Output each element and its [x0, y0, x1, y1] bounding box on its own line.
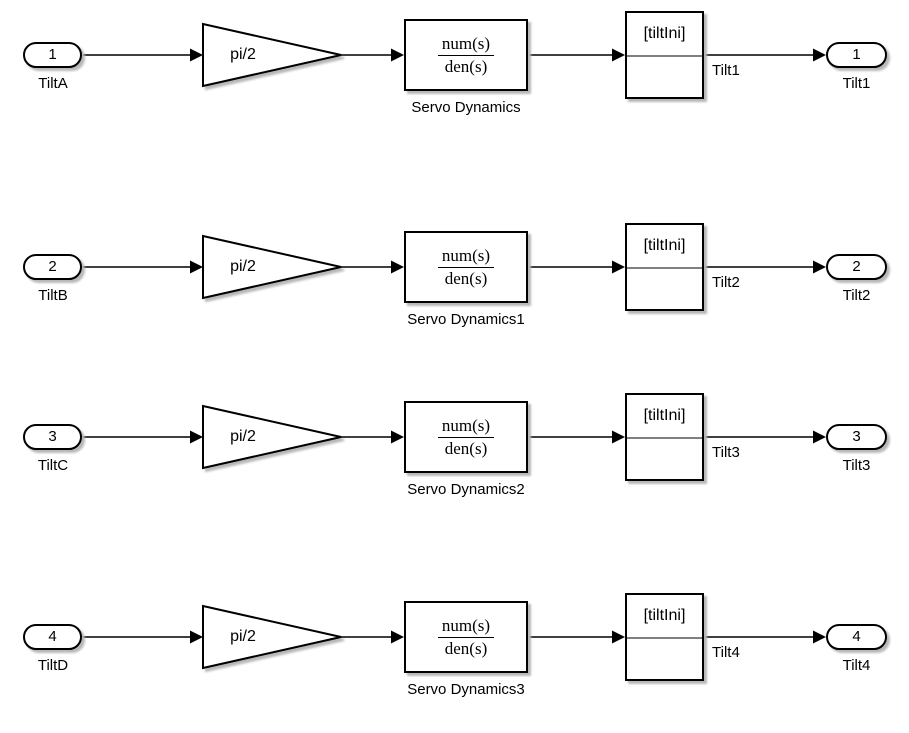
outport-number: 1 [852, 46, 861, 63]
signal-name-label: Tilt1 [712, 62, 740, 79]
outport-name-label: Tilt1 [842, 75, 871, 92]
arrowhead-icon [391, 630, 404, 644]
outport-number: 2 [852, 258, 861, 275]
tf-numerator: num(s) [437, 416, 495, 438]
transfer-fcn-equation: num(s) den(s) [437, 246, 495, 288]
arrowhead-icon [612, 260, 625, 274]
diagram-row-1: 1 TiltA pi/2 num(s) den(s) Servo Dynamic… [0, 5, 909, 125]
diagram-row-3: 3 TiltC pi/2 num(s) den(s) Servo Dynamic… [0, 387, 909, 507]
arrowhead-icon [391, 430, 404, 444]
inport-block[interactable]: 3 [23, 424, 82, 450]
arrowhead-icon [813, 48, 826, 62]
gain-value-label[interactable]: pi/2 [230, 428, 256, 445]
transfer-fcn-block[interactable]: num(s) den(s) [404, 231, 528, 303]
arrowhead-icon [813, 430, 826, 444]
gain-value-label[interactable]: pi/2 [230, 258, 256, 275]
transfer-fcn-name-label: Servo Dynamics [411, 99, 521, 116]
arrowhead-icon [813, 630, 826, 644]
arrowhead-icon [190, 430, 203, 444]
ic-value-label: [tiltIni] [643, 407, 686, 424]
arrowhead-icon [813, 260, 826, 274]
inport-block[interactable]: 1 [23, 42, 82, 68]
ic-value-label: [tiltIni] [643, 237, 686, 254]
arrowhead-icon [391, 260, 404, 274]
inport-block[interactable]: 4 [23, 624, 82, 650]
transfer-fcn-block[interactable]: num(s) den(s) [404, 601, 528, 673]
inport-number: 1 [48, 46, 57, 63]
inport-name-label: TiltB [38, 287, 68, 304]
outport-block[interactable]: 3 [826, 424, 887, 450]
gain-value-label[interactable]: pi/2 [230, 46, 256, 63]
tf-denominator: den(s) [444, 56, 488, 76]
outport-name-label: Tilt3 [842, 457, 871, 474]
inport-number: 3 [48, 428, 57, 445]
transfer-fcn-block[interactable]: num(s) den(s) [404, 401, 528, 473]
wiring-layer [82, 604, 826, 670]
outport-block[interactable]: 4 [826, 624, 887, 650]
arrowhead-icon [190, 260, 203, 274]
ic-value-label: [tiltIni] [643, 607, 686, 624]
ic-port-divider [627, 267, 702, 269]
tf-denominator: den(s) [444, 438, 488, 458]
diagram-row-2: 2 TiltB pi/2 num(s) den(s) Servo Dynamic… [0, 217, 909, 337]
arrowhead-icon [612, 48, 625, 62]
transfer-fcn-equation: num(s) den(s) [437, 616, 495, 658]
wiring-layer [82, 22, 826, 88]
outport-number: 4 [852, 628, 861, 645]
tf-denominator: den(s) [444, 268, 488, 288]
inport-number: 2 [48, 258, 57, 275]
inport-name-label: TiltD [37, 657, 69, 674]
inport-name-label: TiltC [37, 457, 69, 474]
transfer-fcn-name-label: Servo Dynamics1 [407, 311, 525, 328]
signal-name-label: Tilt4 [712, 644, 740, 661]
gain-block[interactable] [202, 404, 342, 470]
gain-value-label[interactable]: pi/2 [230, 628, 256, 645]
transfer-fcn-equation: num(s) den(s) [437, 34, 495, 76]
ic-port-divider [627, 55, 702, 57]
signal-name-label: Tilt2 [712, 274, 740, 291]
ic-value-label: [tiltIni] [643, 25, 686, 42]
inport-block[interactable]: 2 [23, 254, 82, 280]
wiring-layer [82, 234, 826, 300]
outport-block[interactable]: 1 [826, 42, 887, 68]
gain-block[interactable] [202, 604, 342, 670]
arrowhead-icon [391, 48, 404, 62]
tf-numerator: num(s) [437, 246, 495, 268]
transfer-fcn-block[interactable]: num(s) den(s) [404, 19, 528, 91]
outport-number: 3 [852, 428, 861, 445]
signal-name-label: Tilt3 [712, 444, 740, 461]
arrowhead-icon [612, 630, 625, 644]
transfer-fcn-name-label: Servo Dynamics2 [407, 481, 525, 498]
outport-block[interactable]: 2 [826, 254, 887, 280]
transfer-fcn-name-label: Servo Dynamics3 [407, 681, 525, 698]
wiring-layer [82, 404, 826, 470]
tf-numerator: num(s) [437, 34, 495, 56]
ic-port-divider [627, 637, 702, 639]
ic-block[interactable]: [tiltIni] [625, 223, 704, 311]
outport-name-label: Tilt4 [842, 657, 871, 674]
ic-port-divider [627, 437, 702, 439]
transfer-fcn-equation: num(s) den(s) [437, 416, 495, 458]
ic-block[interactable]: [tiltIni] [625, 11, 704, 99]
inport-number: 4 [48, 628, 57, 645]
tf-denominator: den(s) [444, 638, 488, 658]
arrowhead-icon [190, 48, 203, 62]
gain-block[interactable] [202, 234, 342, 300]
tf-numerator: num(s) [437, 616, 495, 638]
ic-block[interactable]: [tiltIni] [625, 393, 704, 481]
gain-block[interactable] [202, 22, 342, 88]
inport-name-label: TiltA [38, 75, 68, 92]
arrowhead-icon [190, 630, 203, 644]
diagram-row-4: 4 TiltD pi/2 num(s) den(s) Servo Dynamic… [0, 587, 909, 707]
arrowhead-icon [612, 430, 625, 444]
ic-block[interactable]: [tiltIni] [625, 593, 704, 681]
outport-name-label: Tilt2 [842, 287, 871, 304]
